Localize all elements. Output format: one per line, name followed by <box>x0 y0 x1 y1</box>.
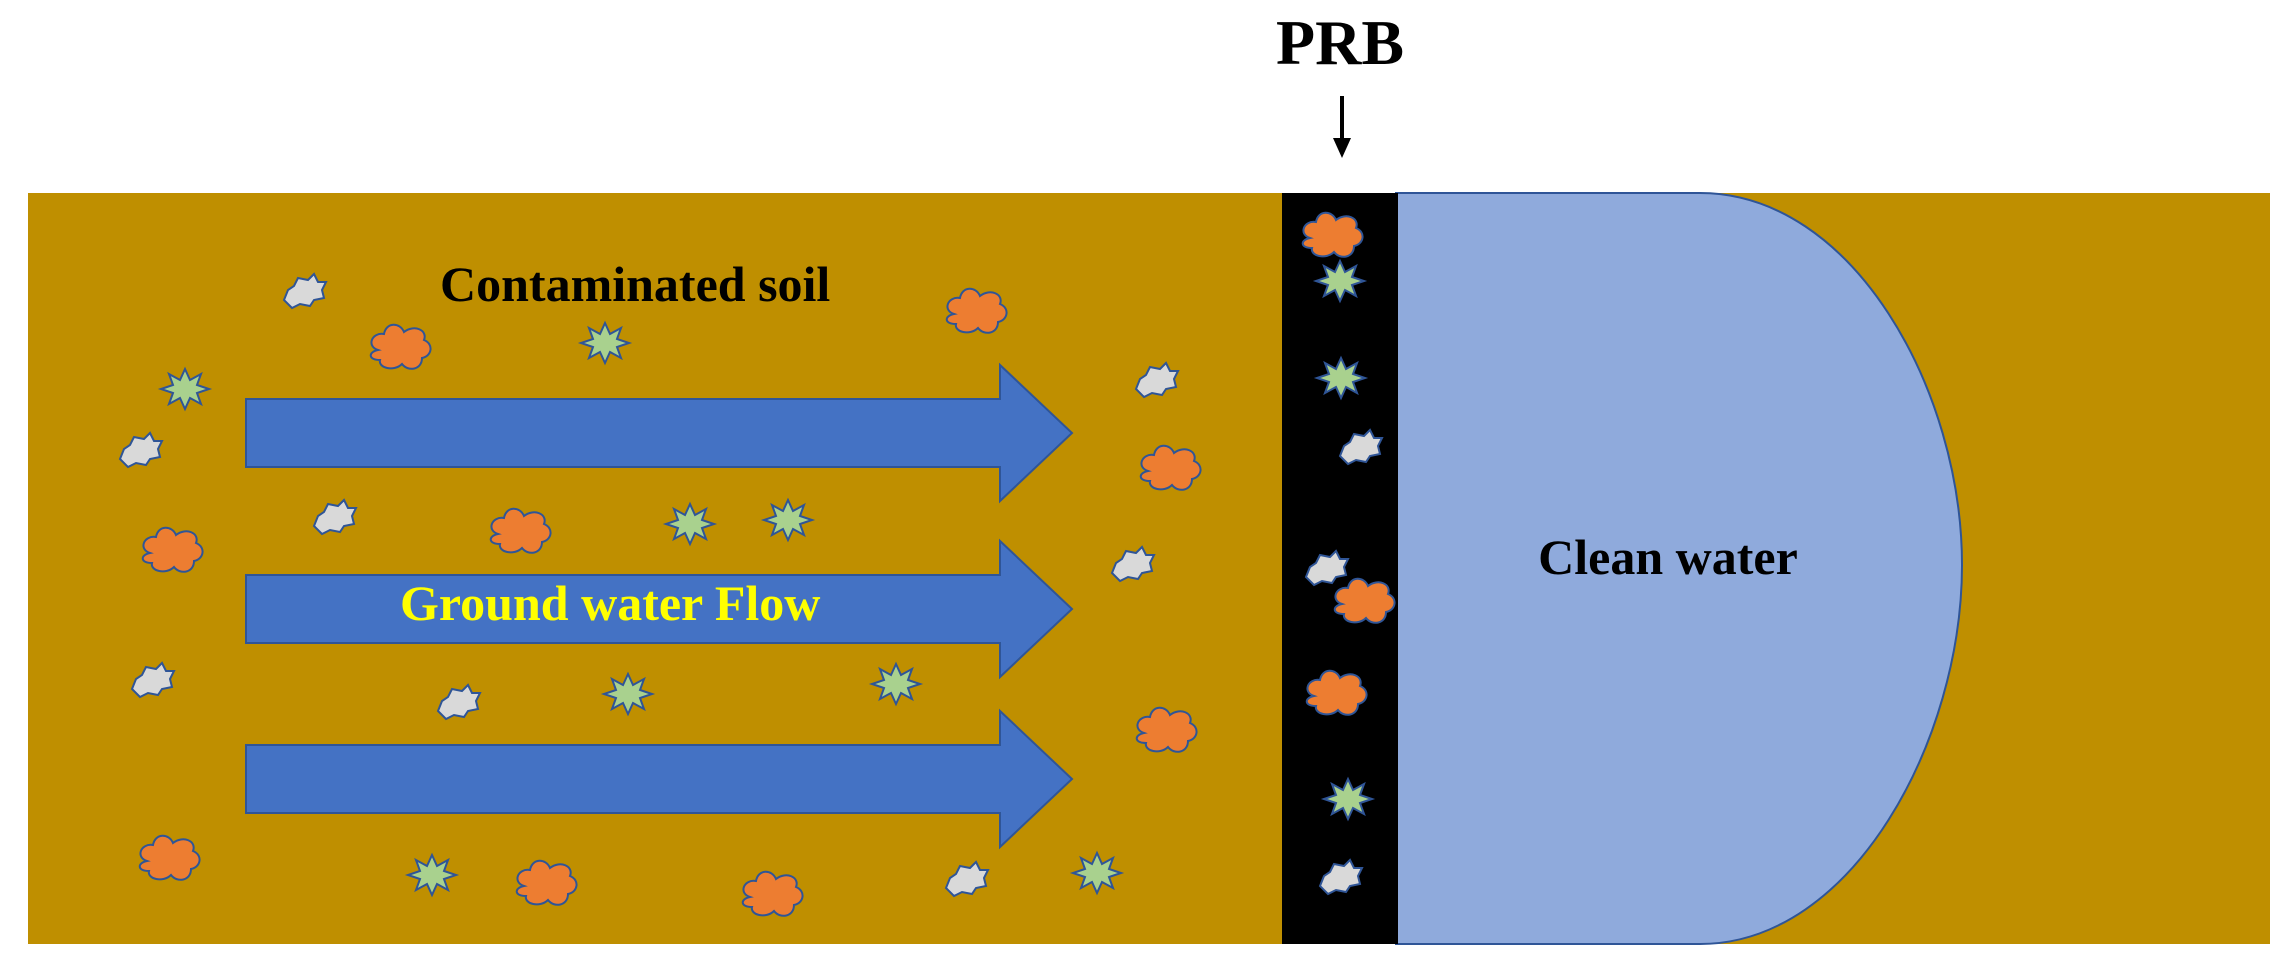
prb-pointer-arrowhead <box>1333 138 1351 158</box>
flow-arrow-bottom <box>245 708 1074 850</box>
prb-label: PRB <box>1276 7 1404 78</box>
contaminated-soil-label: Contaminated soil <box>440 256 830 312</box>
flow-arrow-middle <box>245 538 1074 680</box>
clean-water-label: Clean water <box>1538 529 1798 585</box>
flow-arrow-top <box>245 362 1074 504</box>
clean-water-plume <box>1395 192 1964 945</box>
ground-water-flow-label: Ground water Flow <box>400 575 820 631</box>
